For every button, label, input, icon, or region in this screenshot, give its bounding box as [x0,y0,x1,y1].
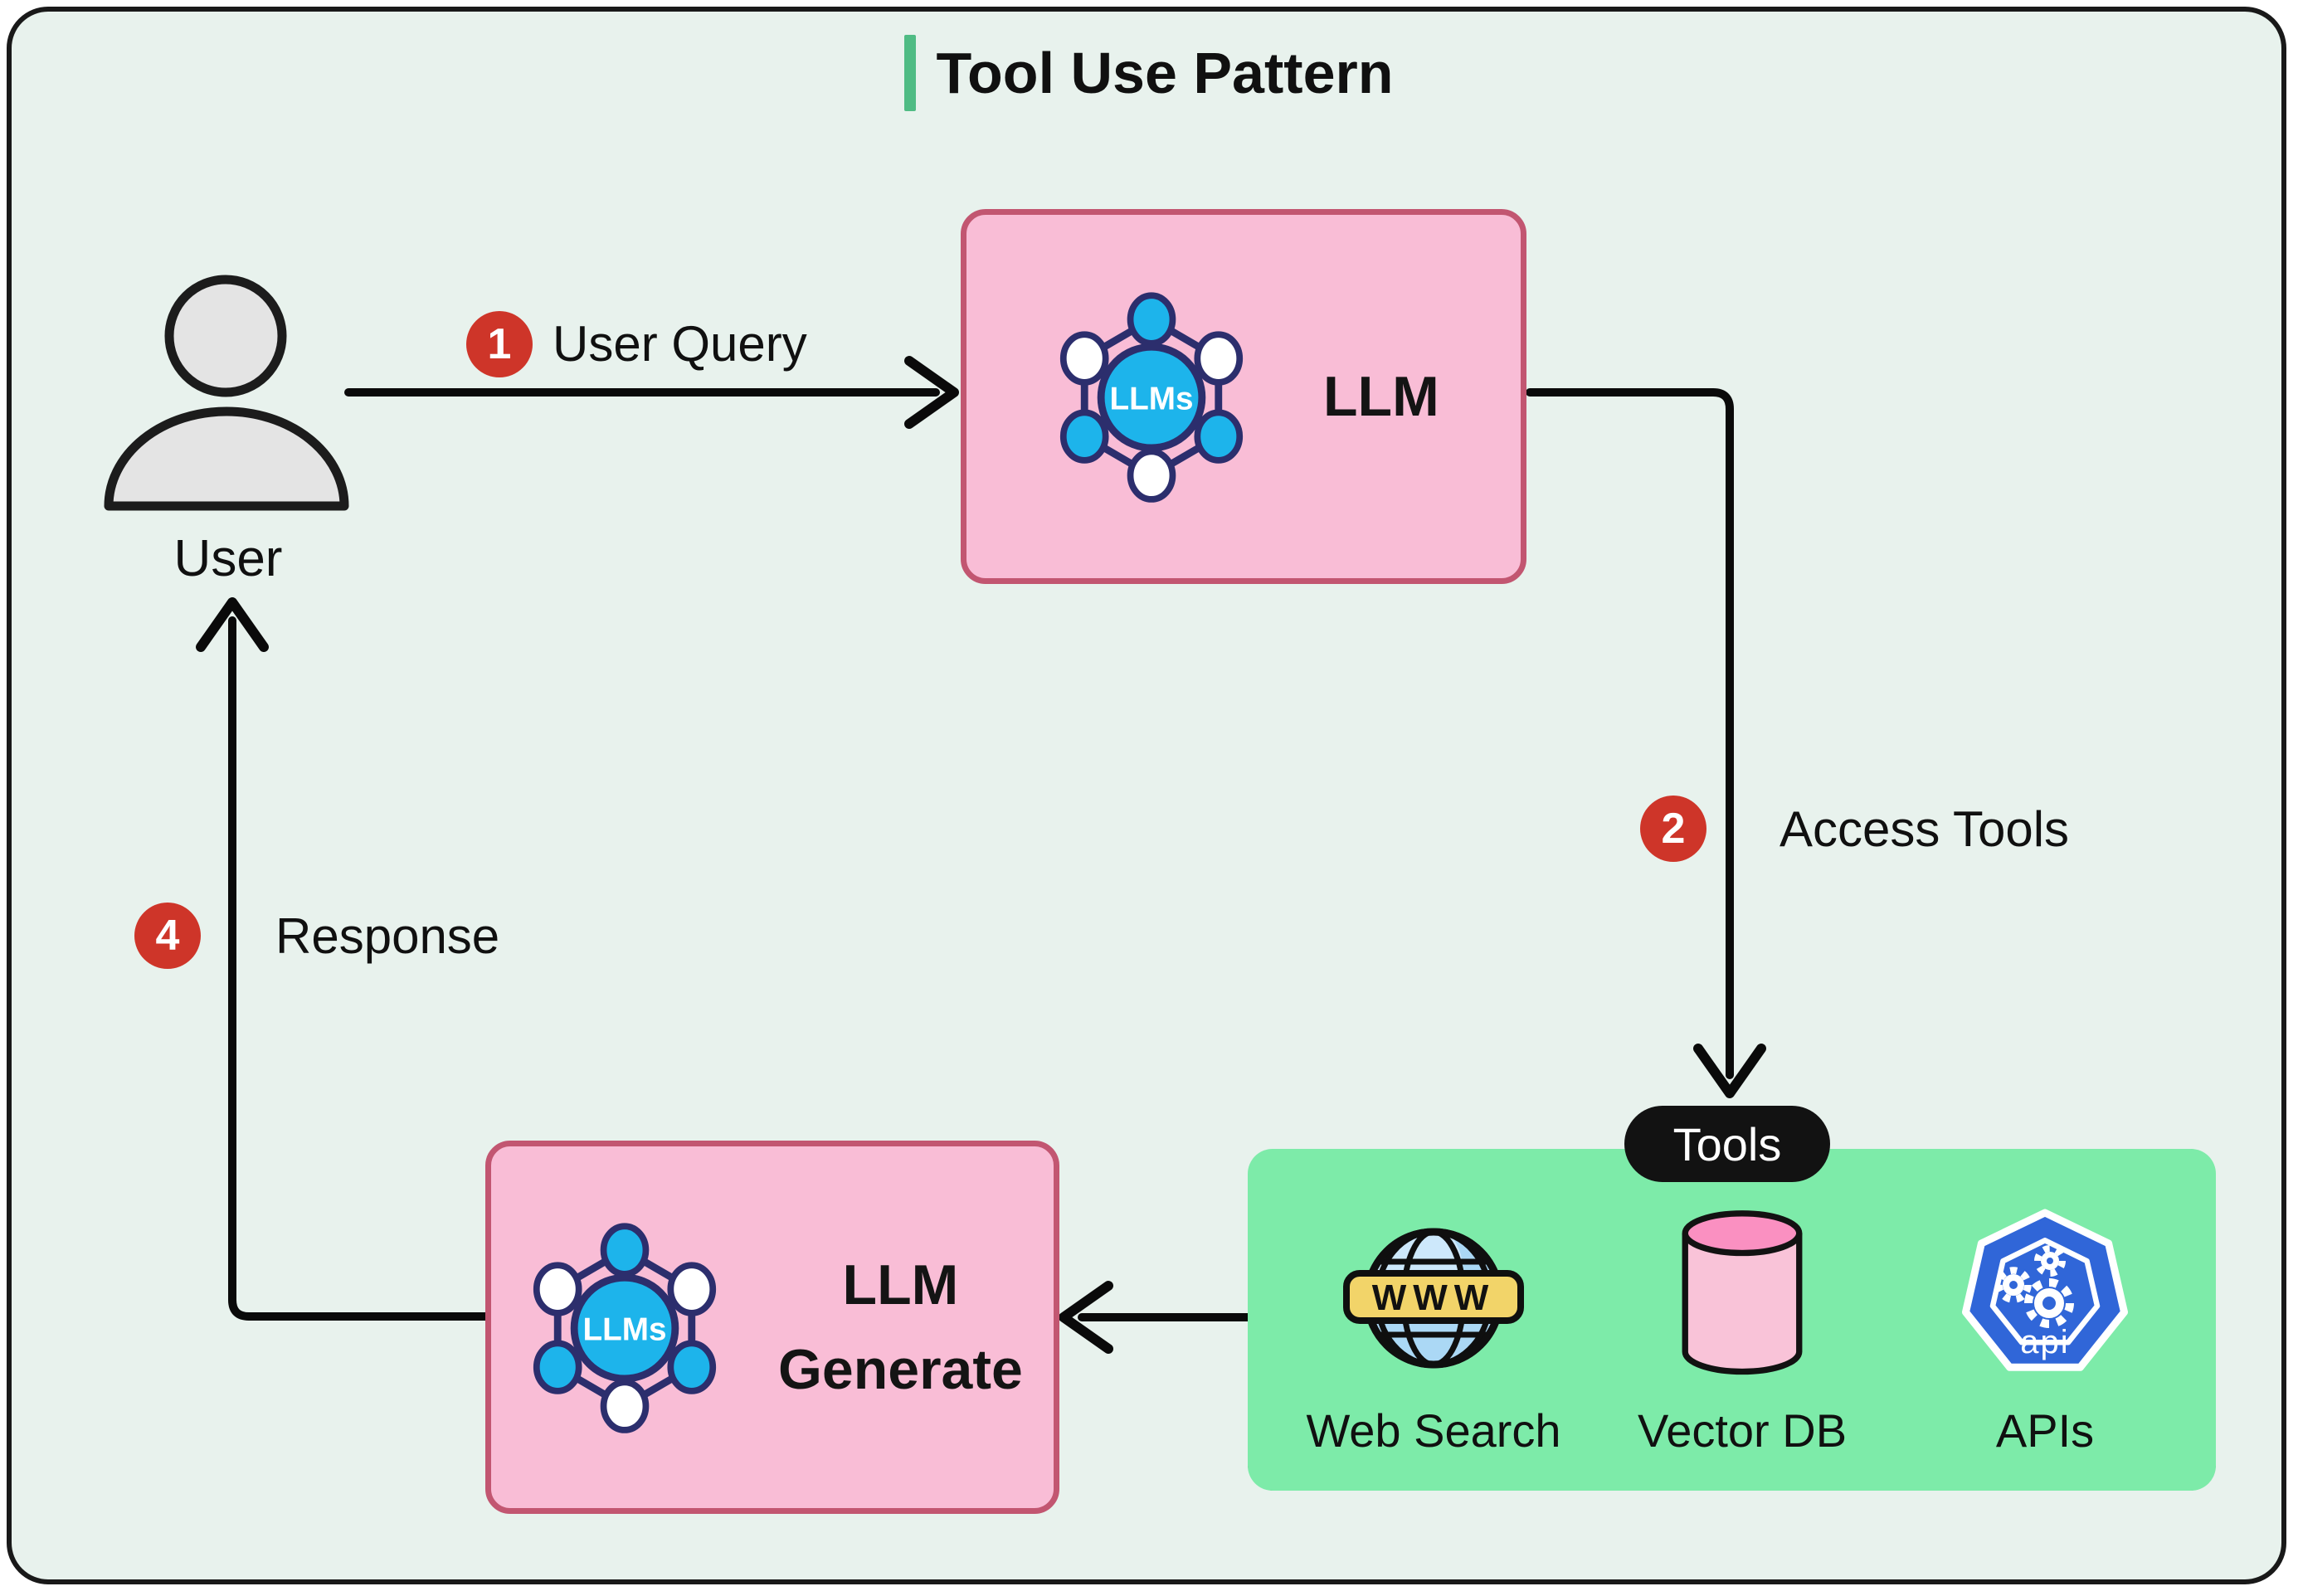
arrow-tools-to-llm-generate [1059,1281,1254,1354]
step-label-access-tools: Access Tools [1779,801,2070,857]
database-cylinder-icon [1667,1195,1818,1394]
arrow-response [196,597,492,1321]
tool-label-vector-db: Vector DB [1637,1404,1848,1457]
step-badge-4: 4 [134,903,201,969]
tool-label-web-search: Web Search [1306,1404,1561,1457]
globe-www-icon: WWW [1338,1195,1529,1394]
llm-generate-box-label: LLM Generate [778,1243,1023,1412]
tools-pill: Tools [1624,1106,1830,1182]
title-accent-bar [904,35,917,111]
api-text: api [2020,1324,2069,1360]
step-label-user-query: User Query [553,316,807,372]
step-label-response: Response [275,908,500,964]
tool-item-web-search: WWW Web Search [1293,1195,1575,1457]
arrow-access-tools [1526,388,1766,1098]
llm-box-label: LLM [1323,365,1439,428]
title-text: Tool Use Pattern [936,41,1394,105]
llm-icon-text: LLMs [582,1311,666,1347]
llm-generate-box: LLMs LLM Generate [485,1141,1059,1514]
llm-box: LLMs LLM [961,209,1526,584]
llm-network-icon: LLMs [1059,292,1244,503]
diagram-title: Tool Use Pattern [0,35,2298,111]
llm-generate-label-line1: LLM [842,1253,959,1316]
tool-item-vector-db: Vector DB [1601,1195,1883,1457]
llm-network-icon: LLMs [533,1223,717,1433]
gears-glyph [1995,1245,2074,1328]
person-icon [104,275,349,511]
www-text: WWW [1372,1277,1496,1318]
api-heptagon-icon: api [1950,1195,2140,1394]
step-badge-2: 2 [1640,796,1706,862]
arrow-user-query [344,356,959,429]
tool-item-apis: api APIs [1904,1195,2186,1457]
tool-label-apis: APIs [1995,1404,2095,1457]
llm-generate-label-line2: Generate [778,1338,1023,1401]
step-badge-1: 1 [466,311,533,377]
llm-icon-text: LLMs [1109,381,1193,416]
user-label: User [173,530,283,587]
tools-box: WWW Web Search Vector DB [1248,1149,2216,1491]
